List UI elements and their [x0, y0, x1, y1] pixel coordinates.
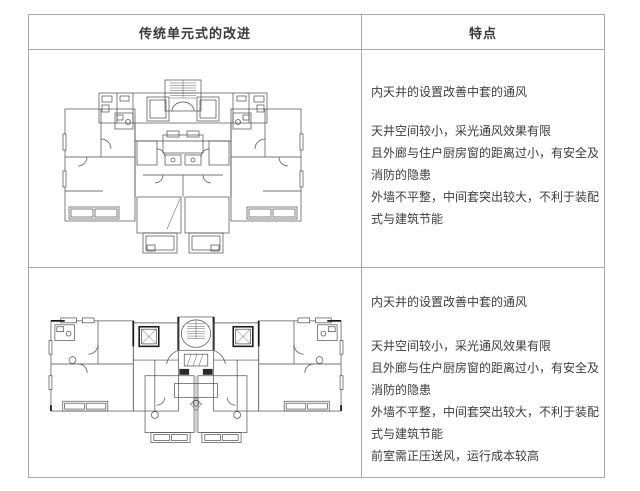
floor-plan-cell-1 [29, 50, 362, 267]
feature-intro-text: 内天井的设置改善中套的通风 [371, 295, 528, 309]
features-cell-1: 内天井的设置改善中套的通风 天井空间较小，采光通风效果有限 且外廊与住户厨房窗的… [362, 50, 604, 267]
feature-intro-text: 内天井的设置改善中套的通风 [371, 85, 528, 99]
header-label-features: 特点 [468, 25, 497, 41]
comparison-table: 传统单元式的改进 特点 [28, 14, 605, 478]
floor-plan-cell-2 [29, 268, 362, 477]
table-row-2: 内天井的设置改善中套的通风 天井空间较小，采光通风效果有限 且外廊与住户厨房窗的… [29, 268, 604, 477]
table-row-1: 内天井的设置改善中套的通风 天井空间较小，采光通风效果有限 且外廊与住户厨房窗的… [29, 50, 604, 268]
feature-details-text: 天井空间较小，采光通风效果有限 且外廊与住户厨房窗的距离过小，有安全及 消防的隐… [371, 124, 600, 226]
features-text-block-1: 内天井的设置改善中套的通风 天井空间较小，采光通风效果有限 且外廊与住户厨房窗的… [362, 50, 604, 230]
floor-plan-1-image [62, 79, 304, 254]
features-text-block-2: 内天井的设置改善中套的通风 天井空间较小，采光通风效果有限 且外廊与住户厨房窗的… [362, 268, 604, 467]
header-cell-features: 特点 [362, 15, 604, 49]
header-cell-improvement: 传统单元式的改进 [29, 15, 362, 49]
header-label-improvement: 传统单元式的改进 [138, 25, 251, 41]
features-cell-2: 内天井的设置改善中套的通风 天井空间较小，采光通风效果有限 且外廊与住户厨房窗的… [362, 268, 604, 477]
table-header-row: 传统单元式的改进 特点 [29, 15, 604, 50]
feature-details-text: 天井空间较小，采光通风效果有限 且外廊与住户厨房窗的距离过小，有安全及 消防的隐… [371, 339, 600, 463]
floor-plan-2-image [48, 316, 344, 443]
